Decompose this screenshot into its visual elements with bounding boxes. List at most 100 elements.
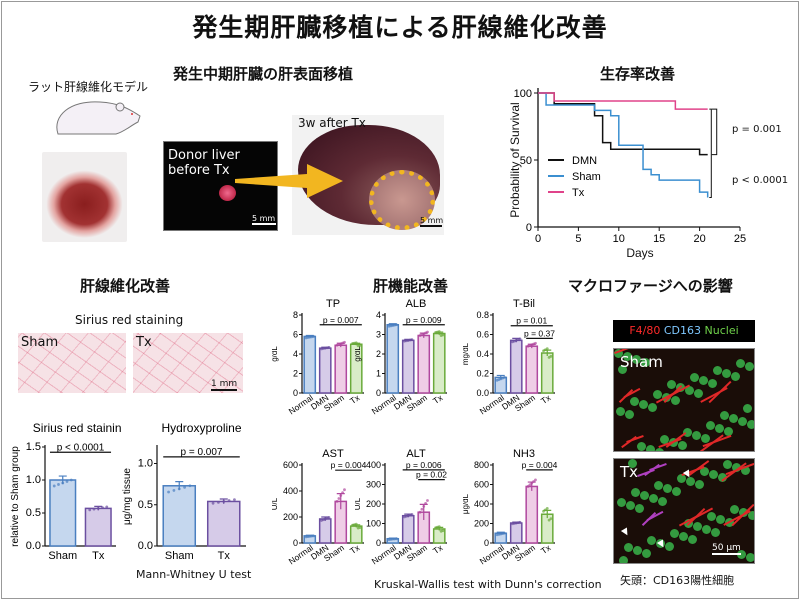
nucleus-cell bbox=[730, 505, 739, 514]
nucleus-cell bbox=[713, 366, 722, 375]
nucleus-cell bbox=[743, 404, 752, 413]
data-point bbox=[61, 481, 65, 485]
bar-dmn bbox=[509, 522, 523, 544]
y-tick-label: 0.0 bbox=[26, 540, 41, 552]
category-label: Tx bbox=[539, 542, 553, 556]
bar-sham bbox=[525, 485, 539, 544]
survival-p1: p = 0.001 bbox=[732, 124, 782, 135]
nucleus-cell bbox=[746, 553, 754, 562]
sham-histology: Sham bbox=[18, 333, 126, 393]
data-point bbox=[343, 488, 346, 492]
sham-fluorescence-image: Sham bbox=[613, 348, 755, 452]
y-tick-label: 6 bbox=[293, 330, 298, 340]
data-point bbox=[52, 484, 56, 488]
nucleus-cell bbox=[695, 480, 704, 489]
y-tick-label: 600 bbox=[283, 460, 298, 470]
x-tick-label: 10 bbox=[613, 233, 625, 245]
p-value-label: p = 0.37 bbox=[524, 328, 555, 338]
y-tick-label: 0 bbox=[484, 538, 489, 548]
data-point bbox=[410, 338, 414, 342]
data-point bbox=[422, 504, 426, 508]
surgery-photo bbox=[42, 152, 127, 242]
bar-sham bbox=[417, 334, 431, 394]
nucleus-cell bbox=[631, 488, 640, 497]
data-point bbox=[418, 510, 422, 514]
after-label: 3w after Tx bbox=[298, 116, 366, 130]
nucleus-cell bbox=[693, 522, 702, 531]
nucleus-cell bbox=[660, 435, 669, 444]
y-tick-label: 600 bbox=[474, 480, 489, 490]
data-point bbox=[101, 506, 104, 510]
y-tick-label: 100 bbox=[514, 88, 532, 100]
p-value-label: p = 0.007 bbox=[323, 315, 359, 325]
nucleus-cell bbox=[635, 504, 644, 513]
donor-liver-photo: Donor liver before Tx 5 mm bbox=[163, 141, 278, 231]
data-point bbox=[518, 520, 522, 524]
nucleus-cell bbox=[745, 362, 754, 371]
nucleus-cell bbox=[642, 549, 651, 558]
y-tick-label: 4 bbox=[293, 349, 298, 359]
data-point bbox=[227, 499, 231, 502]
nucleus-cell bbox=[747, 420, 754, 429]
nucleus-cell bbox=[671, 396, 680, 405]
data-point bbox=[503, 376, 506, 379]
data-point bbox=[441, 333, 445, 337]
y-tick-label: 0 bbox=[526, 222, 532, 234]
y-axis-label: U/L bbox=[355, 497, 362, 510]
nucleus-cell bbox=[741, 466, 750, 475]
staining-title: Sirius red staining bbox=[75, 313, 184, 327]
bar-tx bbox=[206, 500, 241, 547]
bar-tx bbox=[540, 352, 554, 394]
data-point bbox=[92, 507, 96, 511]
series-line-tx bbox=[538, 92, 708, 110]
y-tick-label: 0.2 bbox=[476, 369, 489, 379]
nucleus-cell bbox=[723, 460, 732, 469]
donor-label: Donor liver before Tx bbox=[168, 148, 240, 178]
y-tick-label: 3 bbox=[376, 330, 381, 340]
data-point bbox=[534, 478, 537, 482]
nucleus-cell bbox=[707, 512, 716, 521]
data-point bbox=[395, 537, 398, 541]
nucleus-cell bbox=[616, 407, 625, 416]
data-point bbox=[69, 478, 73, 482]
p-value-label: p = 0.006 bbox=[406, 460, 442, 470]
y-tick-label: 0 bbox=[376, 388, 381, 398]
nucleus-cell bbox=[677, 474, 686, 483]
nucleus-cell bbox=[729, 414, 738, 423]
data-point bbox=[526, 485, 530, 488]
x-tick-label: 20 bbox=[693, 233, 705, 245]
chart-title: Sirius red staining bbox=[33, 421, 122, 435]
nucleus-cell bbox=[656, 539, 665, 548]
donor-scale-bar: 5 mm bbox=[252, 214, 276, 223]
nucleus-cell bbox=[694, 389, 703, 398]
nucleus-cell bbox=[686, 477, 695, 486]
legend-nuclei: Nuclei bbox=[704, 324, 739, 337]
transplant-heading: 発生中期肝臓の肝表面移植 bbox=[173, 65, 354, 83]
sham-fluo-label: Sham bbox=[620, 353, 663, 371]
nucleus-cell bbox=[692, 431, 701, 440]
y-tick-label: 0 bbox=[293, 538, 298, 548]
macrophage-caption: 矢頭：CD163陽性細胞 bbox=[620, 574, 735, 587]
legend-label: DMN bbox=[572, 155, 597, 167]
data-point bbox=[339, 494, 343, 497]
data-point bbox=[426, 499, 429, 502]
nucleus-cell bbox=[711, 528, 720, 537]
nucleus-cell bbox=[653, 390, 662, 399]
y-tick-label: 0.6 bbox=[476, 330, 489, 340]
nucleus-cell bbox=[748, 511, 754, 520]
y-axis-label: mg/dL bbox=[463, 342, 470, 365]
chart-title: NH3 bbox=[513, 448, 535, 460]
nucleus-cell bbox=[637, 442, 646, 451]
x-tick-label: 25 bbox=[734, 233, 746, 245]
series-line-sham bbox=[538, 92, 709, 198]
bar-normal bbox=[386, 324, 400, 394]
legend-label: Tx bbox=[572, 187, 585, 199]
nucleus-cell bbox=[720, 411, 729, 420]
data-point bbox=[534, 341, 537, 345]
y-tick-label: 1.0 bbox=[138, 458, 153, 470]
